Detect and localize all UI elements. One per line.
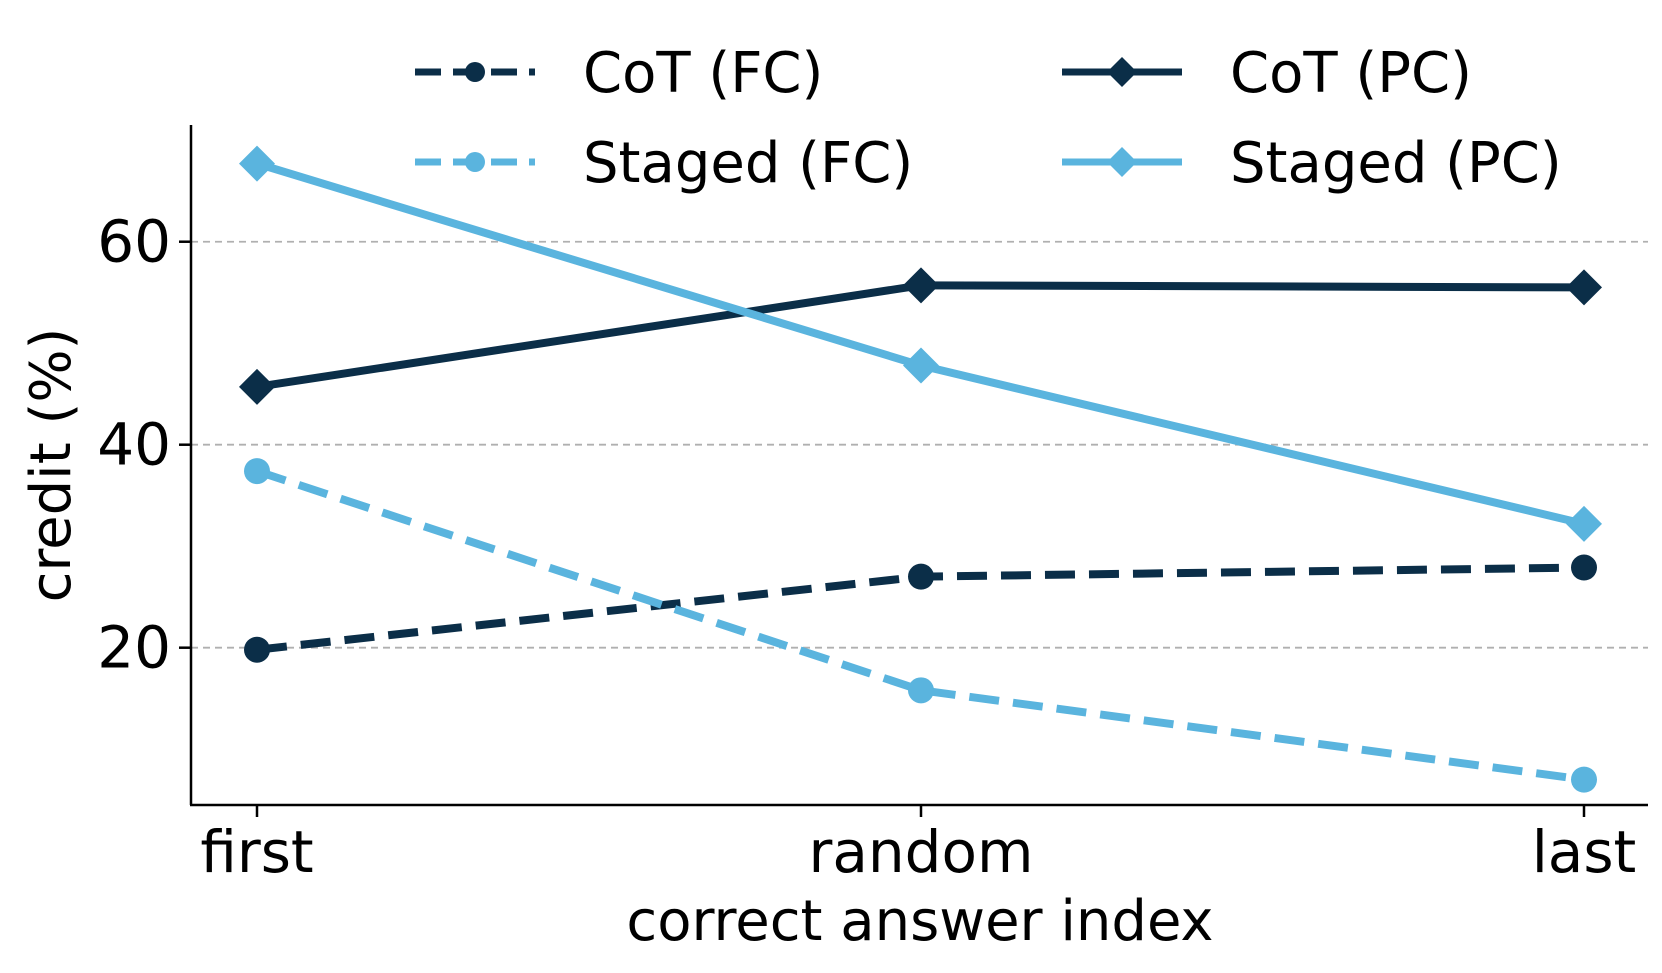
gridlines bbox=[191, 240, 1648, 649]
legend-marker bbox=[1107, 57, 1137, 87]
legend-label: Staged (PC) bbox=[1230, 131, 1562, 196]
x-tick-label: last bbox=[1532, 818, 1637, 886]
series-1 bbox=[244, 458, 1597, 793]
y-tick-label: 60 bbox=[97, 208, 171, 276]
series bbox=[239, 145, 1602, 793]
data-point bbox=[1571, 766, 1597, 793]
legend-label: CoT (PC) bbox=[1230, 41, 1472, 106]
series-0 bbox=[244, 554, 1597, 663]
data-point bbox=[244, 458, 270, 485]
series-2 bbox=[239, 267, 1602, 405]
x-axis-label: correct answer index bbox=[626, 889, 1213, 954]
legend-entry: CoT (PC) bbox=[1062, 41, 1472, 106]
data-point bbox=[244, 636, 270, 663]
legend-label: Staged (FC) bbox=[583, 131, 913, 196]
axes bbox=[189, 125, 1648, 807]
x-tick-label: random bbox=[809, 818, 1034, 886]
data-point bbox=[1566, 505, 1602, 542]
y-tick-label: 40 bbox=[97, 411, 171, 479]
legend-marker bbox=[465, 152, 485, 172]
legend-label: CoT (FC) bbox=[583, 41, 823, 106]
series-line bbox=[255, 159, 1585, 528]
y-tick-label: 20 bbox=[97, 614, 171, 682]
legend-entry: Staged (FC) bbox=[415, 131, 913, 196]
data-point bbox=[903, 267, 939, 304]
ticks: 20 40 60 first random last bbox=[97, 208, 1636, 886]
legend-entry: CoT (FC) bbox=[415, 41, 823, 106]
data-point bbox=[908, 563, 934, 590]
x-tick-label: first bbox=[200, 818, 313, 886]
legend: CoT (FC) Staged (FC) CoT (PC) Staged (PC) bbox=[415, 41, 1562, 196]
data-point bbox=[1566, 269, 1602, 306]
data-point bbox=[1571, 554, 1597, 581]
series-3 bbox=[239, 145, 1602, 542]
data-point bbox=[239, 145, 275, 182]
data-point bbox=[903, 347, 939, 384]
data-point bbox=[908, 677, 934, 704]
series-line bbox=[255, 467, 1585, 784]
y-axis-label: credit (%) bbox=[19, 328, 84, 603]
legend-marker bbox=[465, 62, 485, 82]
legend-entry: Staged (PC) bbox=[1062, 131, 1562, 196]
legend-marker bbox=[1107, 147, 1137, 177]
data-point bbox=[239, 368, 275, 405]
